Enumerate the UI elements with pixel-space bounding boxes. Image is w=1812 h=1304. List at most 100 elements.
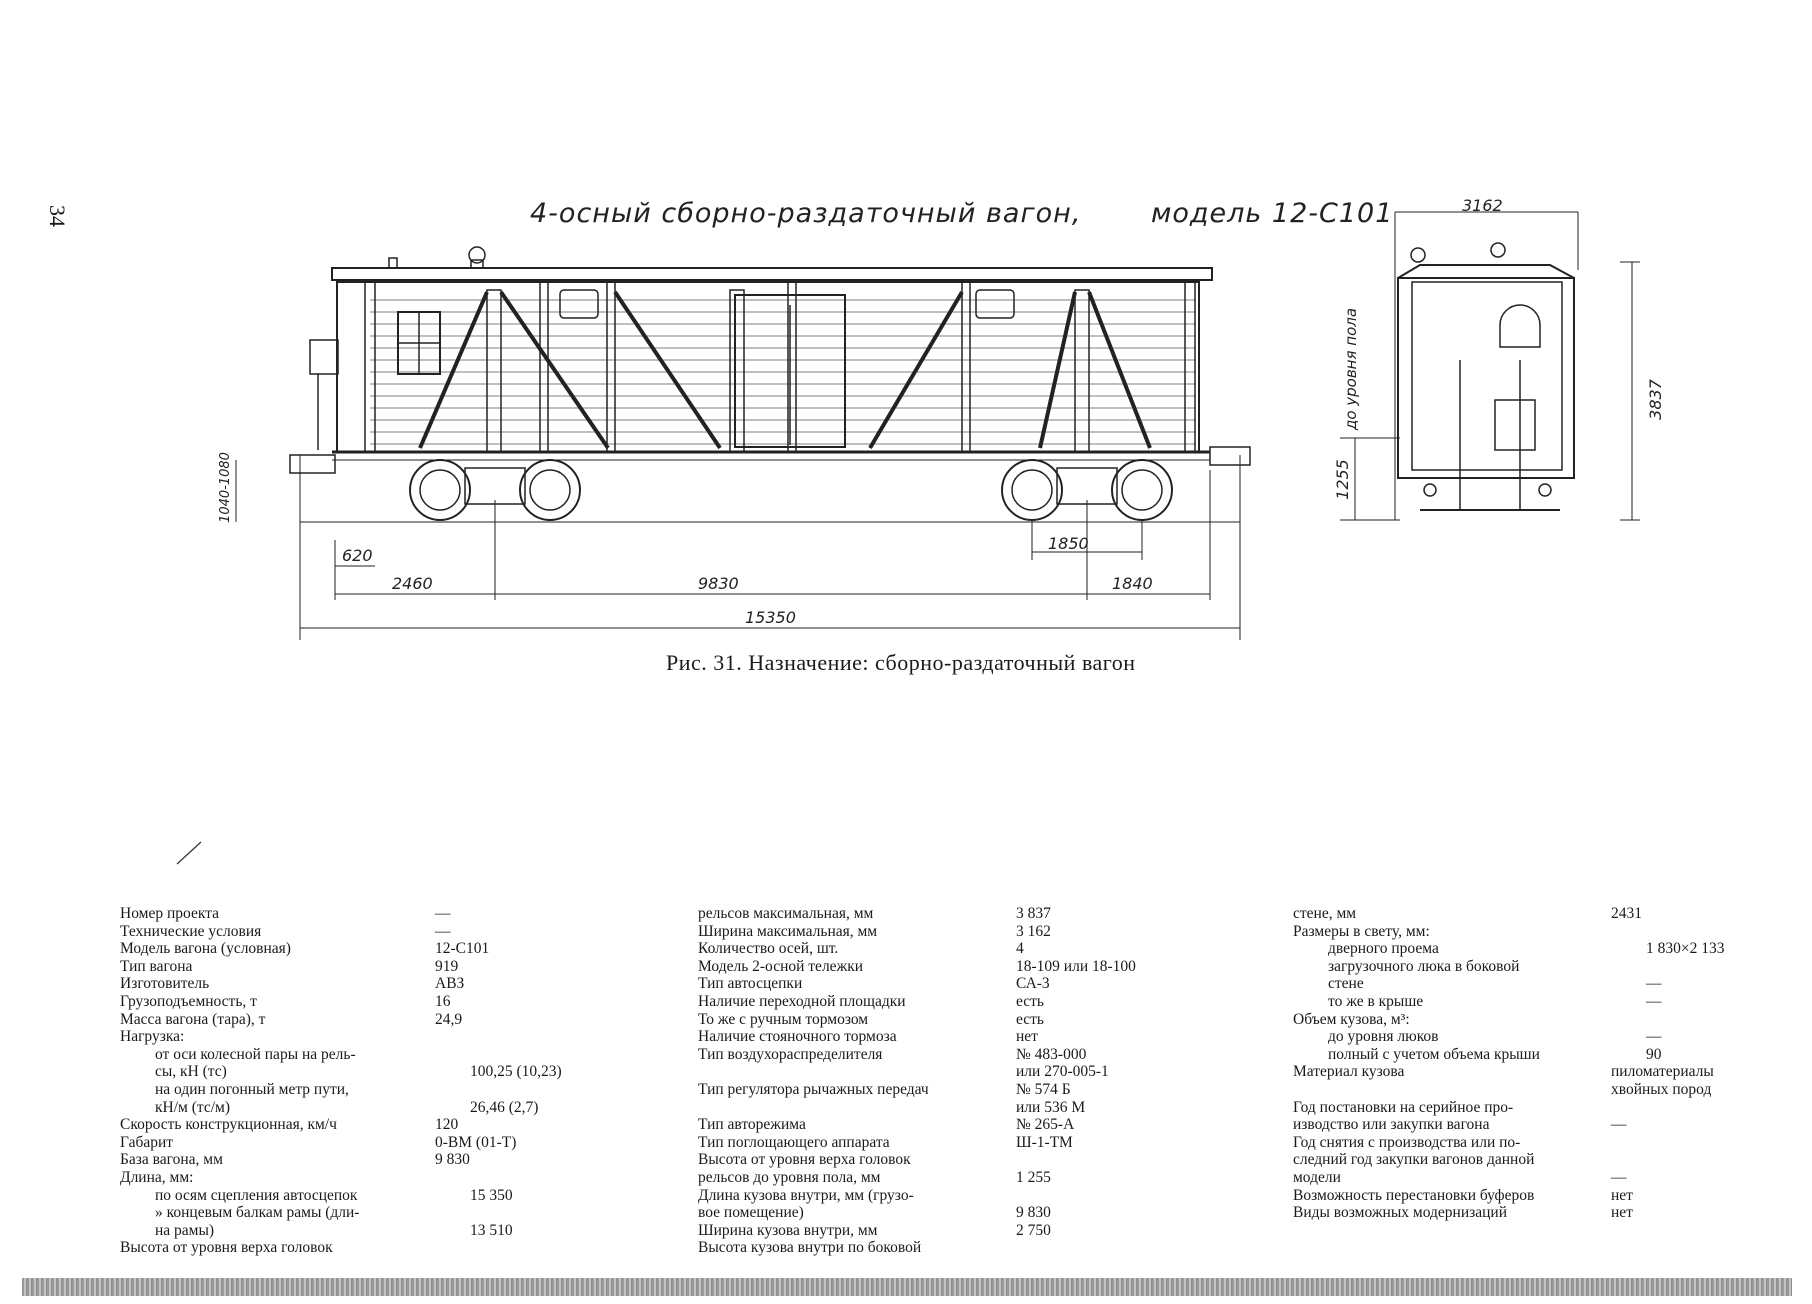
spec-row: Количество осей, шт.4	[698, 940, 1136, 958]
spec-row: стене—	[1293, 975, 1725, 993]
spec-label: до уровня люков	[1328, 1028, 1439, 1046]
dim-1850: 1850	[1048, 534, 1089, 553]
spec-label: Изготовитель	[120, 975, 210, 993]
spec-label: стене, мм	[1293, 905, 1357, 922]
spec-value: 2431	[1611, 905, 1642, 922]
dim-coupler-height: 1040-1080	[217, 452, 233, 523]
spec-row: стене, мм 2431	[1293, 905, 1725, 923]
spec-label	[698, 1099, 1016, 1117]
spec-row: Объем кузова, м³:	[1293, 1011, 1725, 1029]
spec-value: есть	[1016, 1010, 1044, 1028]
spec-label: База вагона, мм	[120, 1151, 223, 1169]
spec-row: Нагрузка:	[120, 1028, 562, 1046]
spec-label	[1293, 1081, 1611, 1099]
spec-value: АВЗ	[435, 975, 465, 993]
spec-label: Высота от уровня верха головок	[120, 1239, 333, 1257]
spec-label: загрузочного люка в боковой	[1328, 957, 1520, 975]
spec-row: Высота кузова внутри по боковой	[698, 1239, 1136, 1257]
spec-value: 16	[435, 992, 451, 1010]
spec-value: 100,25 (10,23)	[470, 1063, 562, 1081]
spec-row: Тип вагона 919	[120, 958, 562, 976]
dim-side-label: до уровня пола	[1342, 307, 1361, 431]
side-view	[235, 246, 1251, 640]
scan-edge	[22, 1278, 1792, 1296]
spec-value: № 483-000	[1016, 1045, 1087, 1063]
spec-value: 0-ВМ (01-Т)	[435, 1133, 517, 1151]
spec-row: сы, кН (тс) 100,25 (10,23)	[120, 1063, 562, 1081]
spec-row: следний год закупки вагонов данной	[1293, 1151, 1725, 1169]
spec-label: дверного проема	[1328, 940, 1439, 958]
spec-label: Высота кузова внутри по боковой	[698, 1239, 922, 1257]
spec-label: Год снятия с производства или по-	[1293, 1133, 1521, 1151]
spec-row: загрузочного люка в боковой	[1293, 958, 1725, 976]
spec-label: Возможность перестановки буферов	[1293, 1186, 1535, 1204]
spec-label: Год постановки на серийное про-	[1293, 1098, 1514, 1116]
spec-label: Ширина кузова внутри, мм	[698, 1221, 878, 1239]
spec-label: Тип вагона	[120, 957, 193, 975]
spec-value: 919	[435, 957, 459, 975]
spec-label: сы, кН (тс)	[155, 1063, 227, 1081]
spec-value: нет	[1016, 1028, 1038, 1046]
spec-row: Длина кузова внутри, мм (грузо-	[698, 1187, 1136, 1205]
spec-label: Тип регулятора рычажных передач	[698, 1080, 929, 1098]
spec-row: изводство или закупки вагона—	[1293, 1116, 1725, 1134]
spec-label: на рамы)	[155, 1221, 215, 1239]
spec-row: Высота от уровня верха головок	[698, 1151, 1136, 1169]
spec-value: 15 350	[470, 1186, 513, 1204]
spec-row: Высота от уровня верха головок	[120, 1239, 562, 1257]
dim-1840: 1840	[1112, 574, 1153, 593]
spec-row: от оси колесной пары на рель-	[120, 1046, 562, 1064]
spec-label: » концевым балкам рамы (дли-	[155, 1204, 360, 1222]
spec-label: Модель вагона (условная)	[120, 940, 291, 958]
spec-value: 1 255	[1016, 1168, 1051, 1186]
spec-label: Масса вагона (тара), т	[120, 1010, 266, 1028]
drawing-model: модель 12-С101	[1151, 198, 1394, 229]
spec-value: хвойных пород	[1611, 1080, 1712, 1098]
spec-value: 12-С101	[435, 940, 490, 958]
spec-label: Грузоподъемность, т	[120, 992, 257, 1010]
spec-row: на один погонный метр пути,	[120, 1081, 562, 1099]
spec-column-1: Номер проекта—Технические условия—Модель…	[120, 905, 562, 1257]
spec-row: Номер проекта—	[120, 905, 562, 923]
spec-label: стене	[1328, 975, 1364, 993]
spec-row: до уровня люков —	[1293, 1028, 1725, 1046]
spec-row: вое помещение)9 830	[698, 1204, 1136, 1222]
dim-floor-height: 1255	[1332, 459, 1352, 500]
spec-row: или 536 М	[698, 1099, 1136, 1117]
spec-label: То же с ручным тормозом	[698, 1010, 869, 1028]
spec-row: кН/м (тс/м)26,46 (2,7)	[120, 1099, 562, 1117]
spec-value: 120	[435, 1116, 459, 1134]
spec-label: Тип автосцепки	[698, 975, 803, 993]
spec-row: или 270-005-1	[698, 1063, 1136, 1081]
spec-label: Длина, мм:	[120, 1168, 194, 1186]
spec-row: Технические условия—	[120, 923, 562, 941]
dim-620: 620	[342, 546, 373, 565]
spec-value: Ш-1-ТМ	[1016, 1133, 1073, 1151]
spec-row: Масса вагона (тара), т 24,9	[120, 1011, 562, 1029]
dim-2460: 2460	[392, 574, 433, 593]
spec-value: —	[1646, 1028, 1662, 1046]
spec-value: 3 162	[1016, 922, 1051, 940]
spec-label: следний год закупки вагонов данной	[1293, 1151, 1535, 1169]
spec-value: 3 837	[1016, 905, 1051, 922]
dim-width-top: 3162	[1462, 196, 1503, 215]
spec-label: Объем кузова, м³:	[1293, 1010, 1410, 1028]
spec-label: Размеры в свету, мм:	[1293, 922, 1430, 940]
spec-label: Ширина максимальная, мм	[698, 922, 878, 940]
spec-value: 24,9	[435, 1010, 463, 1028]
